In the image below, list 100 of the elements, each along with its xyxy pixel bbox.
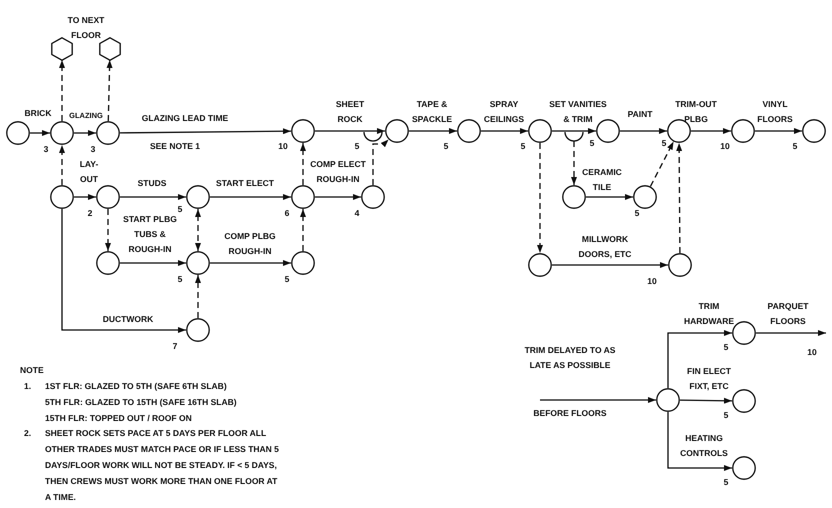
duration-label: 5 (722, 409, 730, 422)
activity-arrow (680, 398, 732, 404)
duration-label: 3 (42, 143, 50, 156)
duration-label: 5 (588, 137, 596, 150)
event-circle (732, 389, 756, 413)
event-circle (96, 185, 120, 209)
event-circle (291, 119, 315, 143)
duration-label: 5 (722, 476, 730, 489)
activity-label: PAINT (628, 108, 652, 121)
activity-arrow (120, 128, 291, 134)
duration-label: 5 (442, 140, 450, 153)
dummy-arrow (571, 141, 577, 185)
activity-arrow (756, 330, 826, 336)
event-circle (562, 185, 586, 209)
note-text: NOTE (20, 364, 45, 377)
activity-arrow (552, 262, 668, 268)
event-circle (361, 185, 385, 209)
event-circle (596, 119, 620, 143)
note-text: 2. (24, 427, 32, 440)
annotation-label: SEE NOTE 1 (148, 140, 202, 153)
event-circle (732, 321, 756, 345)
activity-label: BRICK (24, 107, 52, 120)
event-circle (668, 253, 692, 277)
event-circle (656, 388, 680, 412)
activity-arrow (210, 260, 291, 266)
note-text: 5TH FLR: GLAZED TO 15TH (SAFE 16TH SLAB) (45, 396, 238, 409)
note-text: 1ST FLR: GLAZED TO 5TH (SAFE 6TH SLAB) (45, 380, 228, 393)
dummy-arrow (59, 145, 65, 185)
event-circle (385, 119, 409, 143)
dummy-arrow (195, 275, 201, 318)
duration-label: 3 (90, 143, 96, 156)
event-circle (802, 119, 826, 143)
dummy-arrow (676, 143, 682, 253)
hexagon-marker (51, 37, 73, 61)
event-circle (731, 119, 755, 143)
activity-label: PARQUET FLOORS (766, 300, 810, 328)
event-circle (732, 456, 756, 480)
activity-label: COMP PLBG ROUGH-IN (223, 230, 277, 258)
activity-arrow (755, 128, 802, 134)
hexagon-marker (99, 37, 121, 61)
duration-label: 5 (660, 137, 668, 150)
activity-label: CERAMIC TILE (581, 166, 623, 194)
duration-label: 4 (354, 207, 360, 220)
dummy-arrow (59, 60, 65, 121)
event-circle (528, 119, 552, 143)
dummy-arrow (300, 209, 306, 251)
note-text: SHEET ROCK SETS PACE AT 5 DAYS PER FLOOR ALL OTHER TRADES MUST MATCH PACE OR IF LESS THAN 5 DAYS/FLOOR WORK WILL NOT BE STEADY. IF < 5 DAYS, THEN CREWS MUST WORK MORE THAN ONE FLOOR AT A TIME. (45, 427, 279, 504)
activity-label: SET VANITIES & TRIM (548, 98, 608, 126)
event-circle (186, 185, 210, 209)
activity-arrow (210, 194, 291, 200)
duration-label: 5 (792, 140, 798, 153)
duration-label: 5 (634, 207, 640, 220)
event-circle (50, 185, 74, 209)
activity-label: HEATING CONTROLS (679, 432, 729, 460)
duration-label: 7 (172, 340, 178, 353)
duration-label: 10 (277, 140, 289, 153)
duration-label: 5 (354, 140, 360, 153)
activity-label: START ELECT (216, 177, 274, 190)
duration-label: 5 (176, 273, 184, 286)
note-text: 15TH FLR: TOPPED OUT / ROOF ON (45, 412, 193, 425)
activity-label: MILLWORK DOORS, ETC (578, 233, 632, 261)
activity-arrow (30, 130, 50, 136)
activity-arrow (667, 412, 732, 471)
duration-label: 5 (284, 273, 290, 286)
activity-label: TRIM-OUT PLBG (674, 98, 718, 126)
activity-label: GLAZING LEAD TIME (142, 112, 228, 125)
annotation-label: BEFORE FLOORS (532, 407, 608, 420)
activity-arrow (315, 194, 361, 200)
activity-label: COMP ELECT ROUGH-IN (309, 158, 367, 186)
activity-arrow (691, 128, 731, 134)
duration-label: 10 (646, 275, 658, 288)
activity-arrow (481, 128, 528, 134)
event-circle (528, 253, 552, 277)
duration-label: 5 (176, 203, 184, 216)
note-text: 1. (24, 380, 32, 393)
dummy-arrow (300, 143, 306, 185)
event-circle (96, 121, 120, 145)
activity-arrow (409, 128, 457, 134)
dummy-arrow (105, 209, 111, 251)
annotation-label: TO NEXT FLOOR (66, 14, 106, 42)
activity-arrow (74, 194, 96, 200)
duration-label: 2 (86, 207, 94, 220)
duration-label: 6 (284, 207, 290, 220)
activity-label: START PLBG TUBS & ROUGH-IN (122, 213, 178, 256)
activity-arrow (120, 194, 186, 200)
duration-label: 5 (520, 140, 526, 153)
activity-label: SPRAY CEILINGS (482, 98, 526, 126)
event-circle (186, 318, 210, 342)
event-circle (96, 251, 120, 275)
event-circle (291, 251, 315, 275)
event-circle (291, 185, 315, 209)
activity-label: LAY-OUT (78, 158, 100, 186)
event-circle (633, 185, 657, 209)
event-circle (186, 251, 210, 275)
activity-arrow (74, 130, 96, 136)
activity-arrow (120, 260, 186, 266)
activity-arrow (667, 330, 732, 388)
activity-arrow (61, 209, 186, 333)
event-circle (6, 121, 30, 145)
activity-label: TAPE & SPACKLE (411, 98, 453, 126)
